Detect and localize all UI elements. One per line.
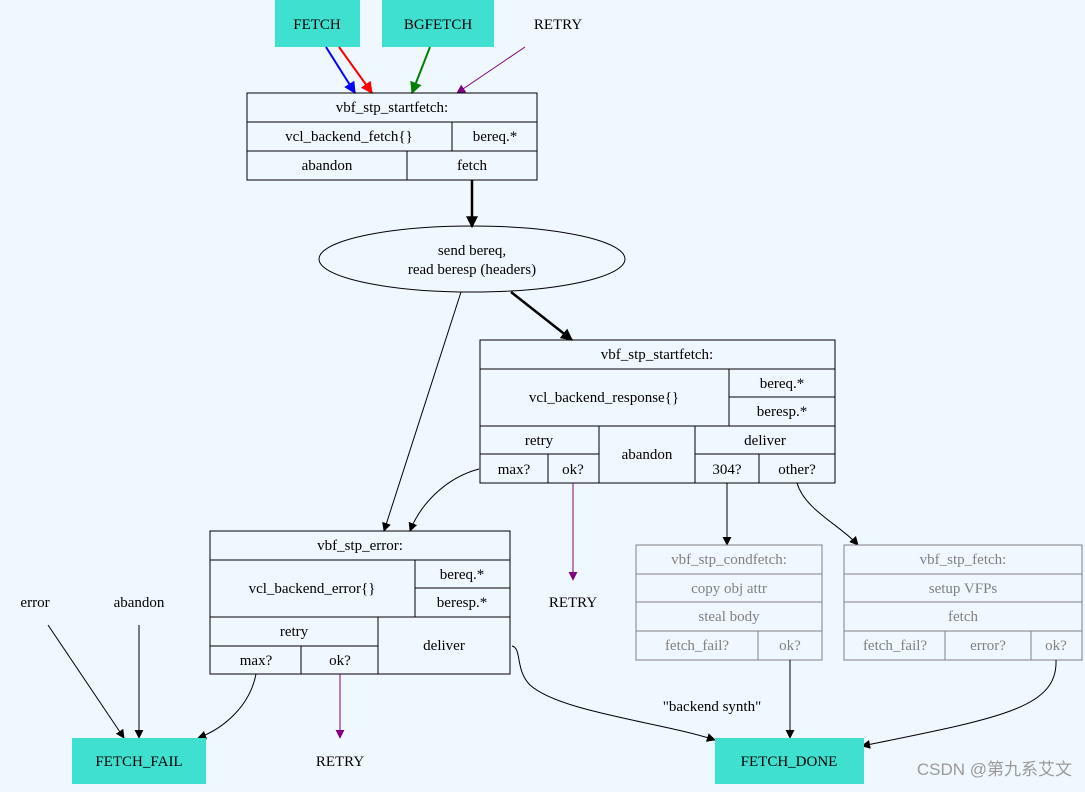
fetch-node-fail: fetch_fail? bbox=[863, 638, 927, 654]
edge-max-to-error bbox=[408, 468, 480, 532]
edge-send-to-error bbox=[382, 291, 462, 532]
edge-errmax-to-fail bbox=[197, 673, 257, 740]
retry-mid-label: RETRY bbox=[549, 595, 598, 611]
watermark: CSDN @第九系艾文 bbox=[917, 760, 1072, 779]
backend-response-node: vbf_stp_startfetch: vcl_backend_response… bbox=[479, 339, 836, 484]
fetch-done-label: FETCH_DONE bbox=[741, 754, 838, 770]
abandon-source-label: abandon bbox=[114, 595, 165, 611]
response-abandon: abandon bbox=[622, 447, 673, 463]
response-304: 304? bbox=[712, 462, 742, 478]
fetch-node-setup: setup VFPs bbox=[929, 581, 998, 597]
startfetch-bereq: bereq.* bbox=[473, 129, 518, 145]
retry-bottom-label: RETRY bbox=[316, 754, 365, 770]
fetch-node-title: vbf_stp_fetch: bbox=[920, 552, 1007, 568]
condfetch-steal: steal body bbox=[698, 609, 760, 625]
edge-fetchok-to-done bbox=[861, 659, 1057, 749]
bgfetch-terminal: BGFETCH bbox=[382, 0, 494, 47]
bgfetch-label: BGFETCH bbox=[404, 17, 473, 33]
error-retry: retry bbox=[280, 624, 309, 640]
fetch-node-ok: ok? bbox=[1045, 638, 1067, 654]
response-deliver: deliver bbox=[744, 433, 786, 449]
response-retry: retry bbox=[525, 433, 554, 449]
edge-send-to-response bbox=[510, 291, 573, 341]
edge-other-to-fetch bbox=[796, 482, 859, 546]
startfetch-vcl: vcl_backend_fetch{} bbox=[285, 129, 413, 145]
error-vcl: vcl_backend_error{} bbox=[249, 581, 376, 597]
fetch-node-error: error? bbox=[970, 638, 1006, 654]
startfetch-fetch: fetch bbox=[457, 158, 487, 174]
response-beresp: beresp.* bbox=[757, 404, 807, 420]
fetch-node-fetch: fetch bbox=[948, 609, 978, 625]
error-max: max? bbox=[240, 653, 273, 669]
edge-fetch-blue bbox=[325, 46, 356, 95]
response-other: other? bbox=[778, 462, 816, 478]
condfetch-node: vbf_stp_condfetch: copy obj attr steal b… bbox=[635, 544, 823, 661]
response-vcl: vcl_backend_response{} bbox=[529, 390, 679, 406]
fetch-terminal: FETCH bbox=[275, 0, 360, 47]
error-beresp: beresp.* bbox=[437, 595, 487, 611]
edge-error-to-fail bbox=[47, 624, 125, 739]
edge-fetch-red bbox=[338, 46, 373, 94]
startfetch-title: vbf_stp_startfetch: bbox=[336, 100, 448, 116]
condfetch-ok: ok? bbox=[779, 638, 801, 654]
startfetch-abandon: abandon bbox=[302, 158, 353, 174]
retry-top-label: RETRY bbox=[534, 17, 583, 33]
fetch-fail-label: FETCH_FAIL bbox=[95, 754, 182, 770]
response-ok: ok? bbox=[562, 462, 584, 478]
error-deliver: deliver bbox=[423, 638, 465, 654]
backend-synth-label: "backend synth" bbox=[663, 699, 761, 715]
fetch-done-terminal: FETCH_DONE bbox=[715, 738, 864, 784]
condfetch-title: vbf_stp_condfetch: bbox=[671, 552, 787, 568]
response-bereq: bereq.* bbox=[760, 376, 805, 392]
send-line2: read beresp (headers) bbox=[408, 262, 536, 278]
condfetch-copy: copy obj attr bbox=[691, 581, 767, 597]
edge-deliver-to-done bbox=[511, 645, 716, 742]
error-title: vbf_stp_error: bbox=[317, 538, 403, 554]
edge-retry-top bbox=[456, 46, 526, 94]
error-node: vbf_stp_error: vcl_backend_error{} bereq… bbox=[209, 530, 511, 675]
error-bereq: bereq.* bbox=[440, 567, 485, 583]
startfetch-node: vbf_stp_startfetch: vcl_backend_fetch{} … bbox=[246, 92, 538, 181]
send-line1: send bereq, bbox=[438, 243, 506, 259]
fetch-label: FETCH bbox=[293, 17, 341, 33]
response-title: vbf_stp_startfetch: bbox=[601, 347, 713, 363]
fetch-fail-terminal: FETCH_FAIL bbox=[72, 738, 206, 784]
response-max: max? bbox=[498, 462, 531, 478]
edge-bgfetch bbox=[410, 46, 431, 95]
error-ok: ok? bbox=[329, 653, 351, 669]
condfetch-fail: fetch_fail? bbox=[665, 638, 729, 654]
fetch-node: vbf_stp_fetch: setup VFPs fetch fetch_fa… bbox=[843, 544, 1083, 661]
error-source-label: error bbox=[20, 595, 49, 611]
send-bereq-node: send bereq, read beresp (headers) bbox=[318, 225, 626, 293]
